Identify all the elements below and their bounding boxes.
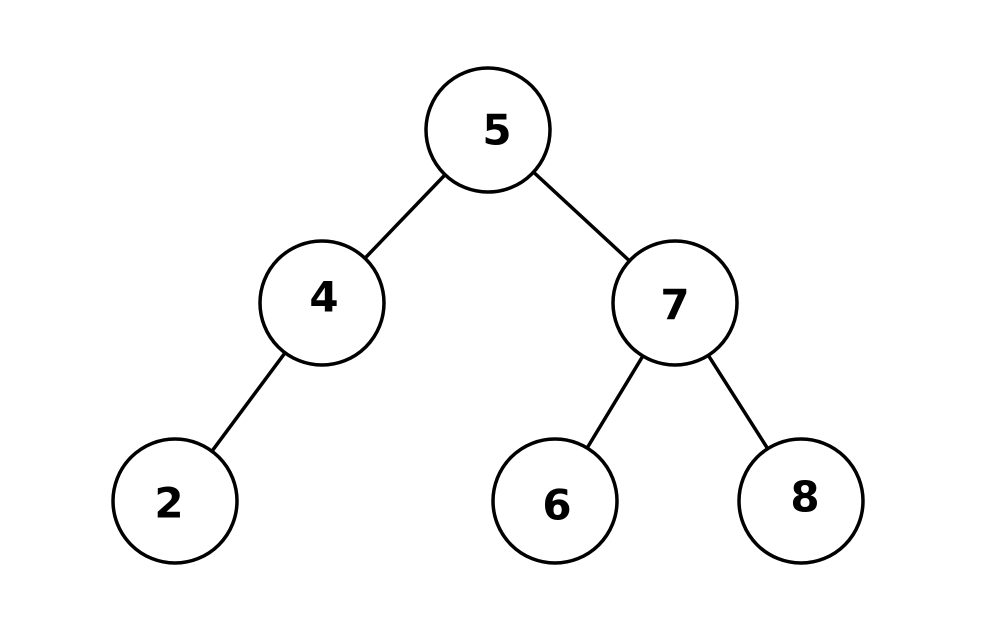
edge-n7-n6: [585, 354, 645, 450]
tree-node-2: 2: [111, 437, 239, 565]
edge-n7-n8: [706, 353, 770, 451]
tree-node-7: 7: [611, 239, 739, 367]
tree-node-5: 5: [424, 66, 552, 194]
node-circle: [611, 239, 739, 367]
node-label: 6: [542, 481, 571, 530]
edge-n5-n4: [363, 172, 447, 261]
node-label: 2: [154, 479, 183, 528]
edge-n5-n7: [531, 170, 632, 263]
tree-node-4: 4: [258, 239, 386, 367]
node-label: 5: [482, 106, 511, 155]
node-label: 4: [309, 273, 338, 322]
edges-layer: [210, 170, 770, 453]
edge-n4-n2: [210, 351, 287, 453]
nodes-layer: 5 4 7 2 6 8: [111, 66, 865, 565]
node-label: 8: [790, 473, 819, 522]
node-circle: [111, 437, 239, 565]
node-circle: [491, 437, 619, 565]
tree-node-6: 6: [491, 437, 619, 565]
node-circle: [258, 239, 386, 367]
tree-node-8: 8: [737, 437, 865, 565]
node-label: 7: [660, 281, 689, 330]
node-circle: [424, 66, 552, 194]
node-circle: [737, 437, 865, 565]
